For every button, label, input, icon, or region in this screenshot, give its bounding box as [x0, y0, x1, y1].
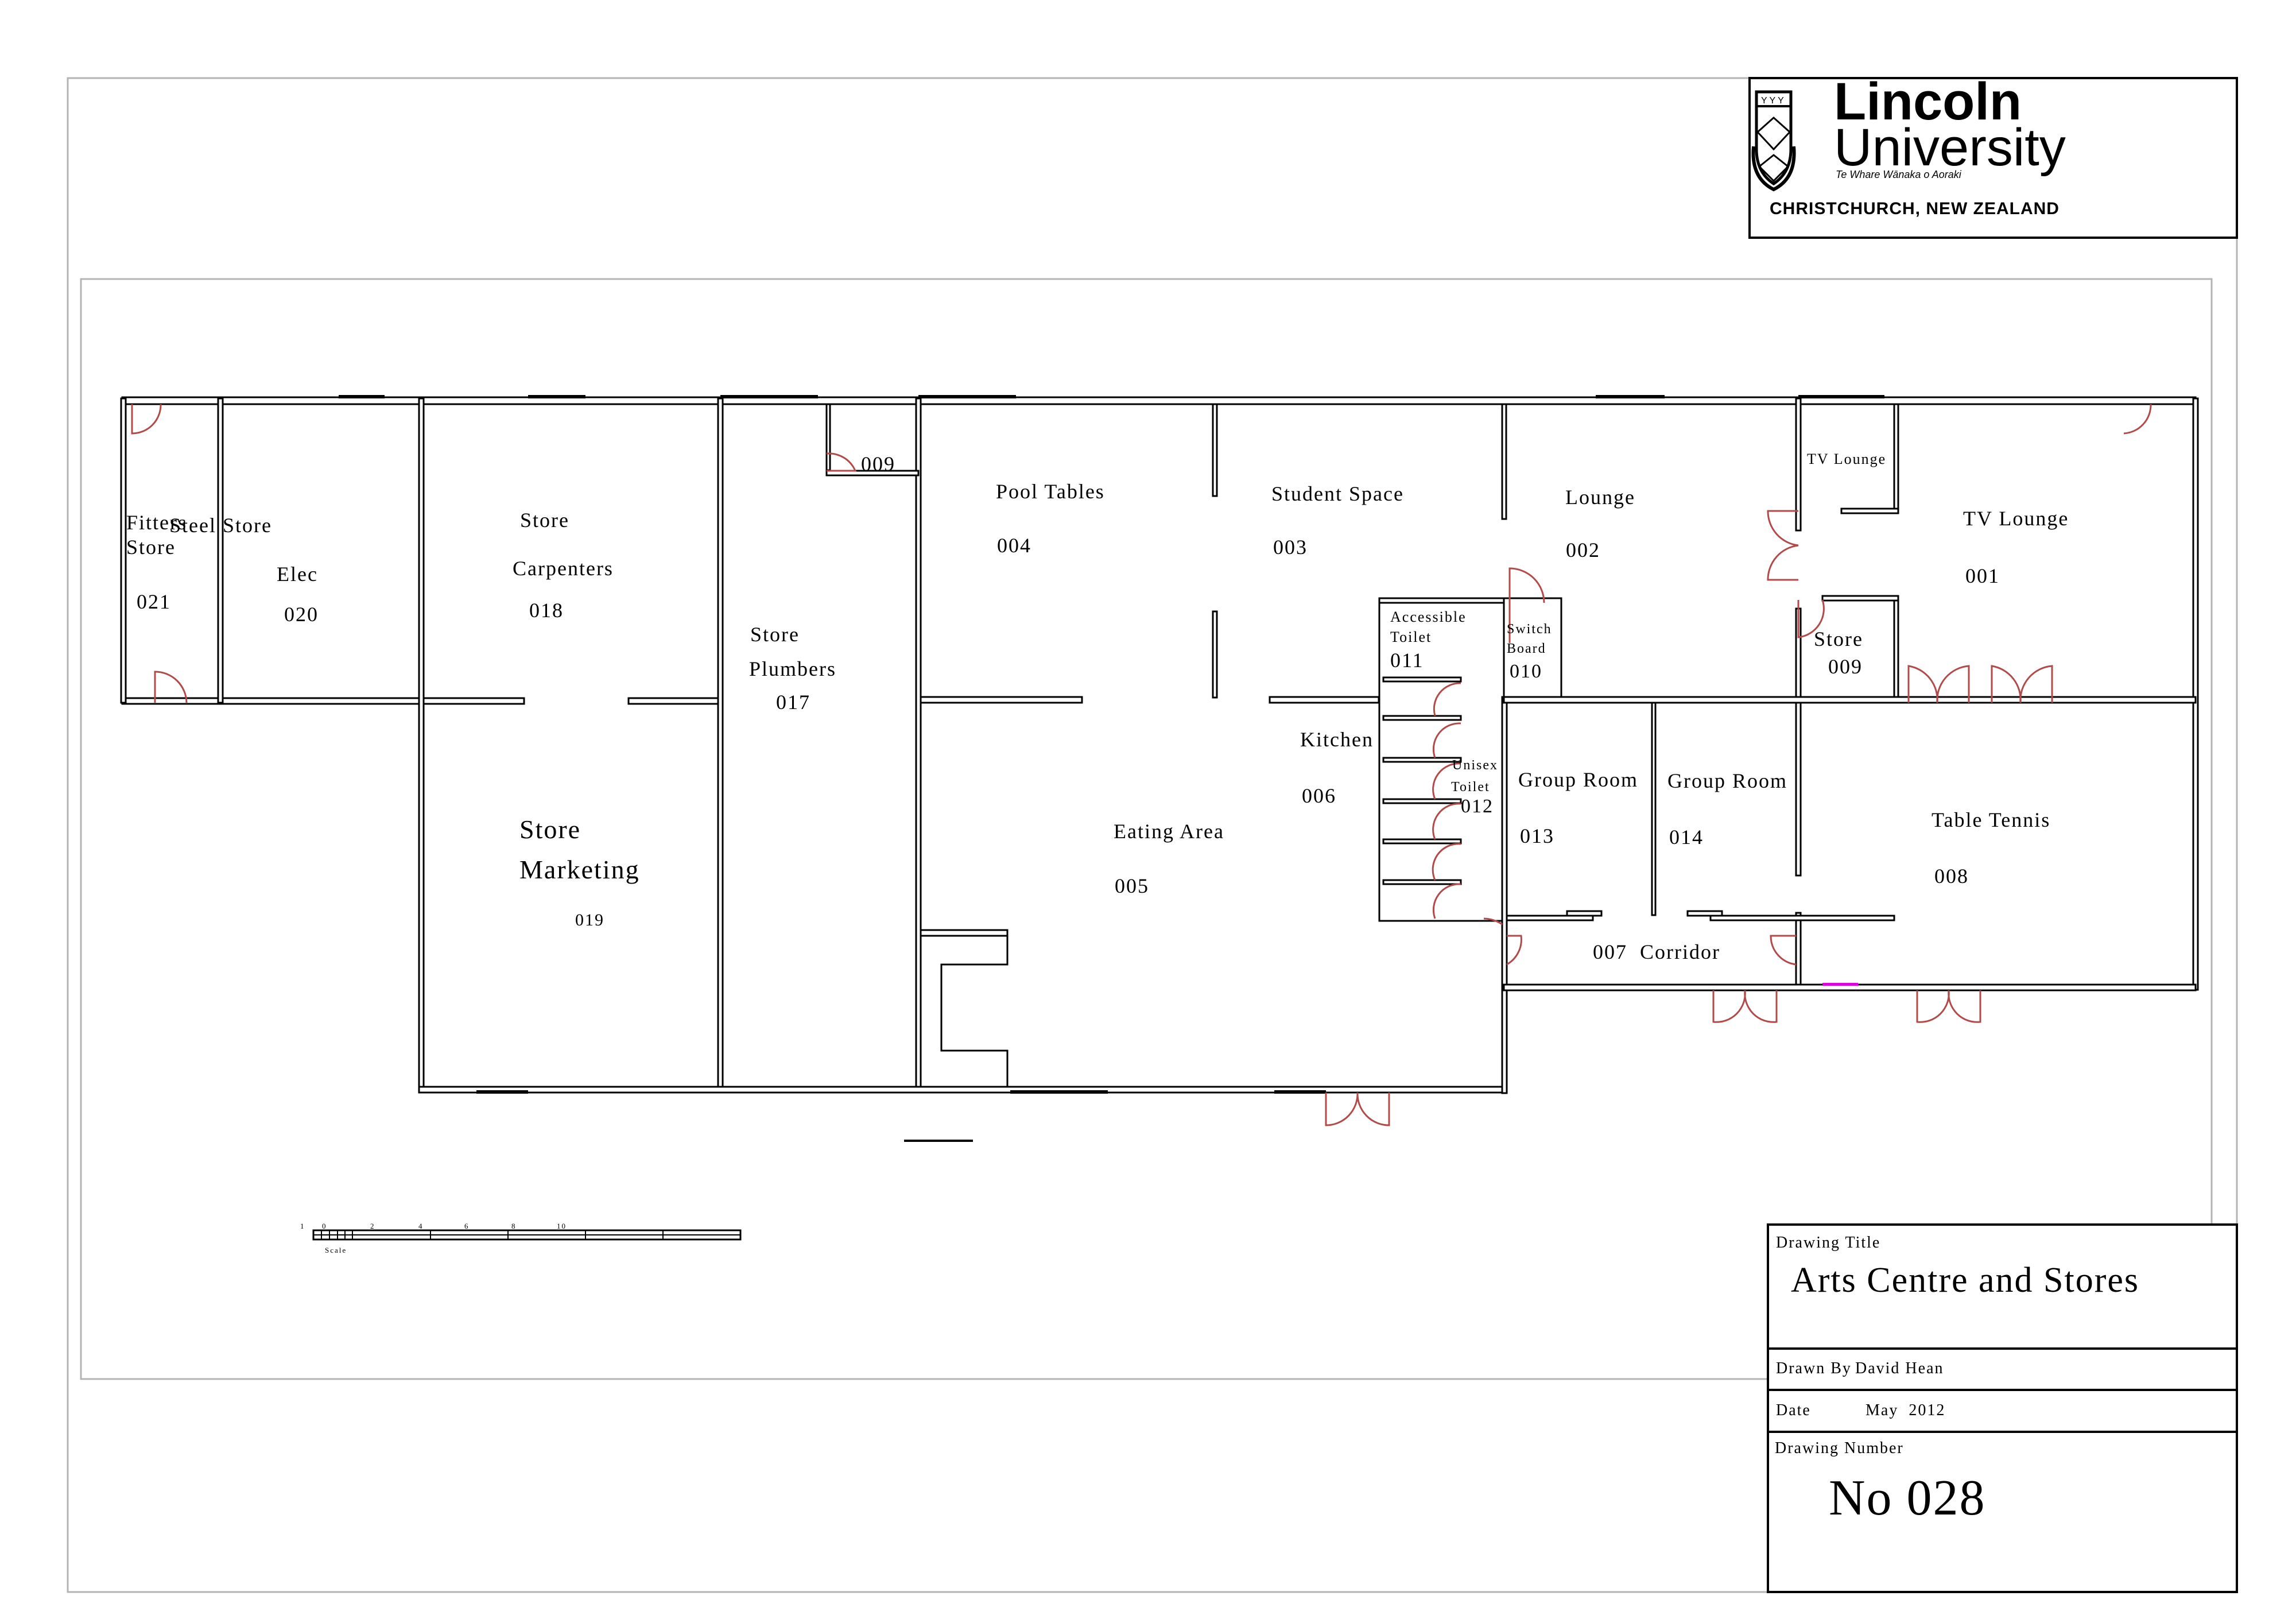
svg-text:010: 010 — [1510, 661, 1542, 682]
svg-text:1: 1 — [300, 1222, 305, 1230]
svg-text:Store: Store — [126, 536, 176, 559]
svg-text:Group Room: Group Room — [1667, 769, 1787, 792]
room-008: Table Tennis 008 — [1932, 808, 2050, 888]
svg-text:Board: Board — [1507, 641, 1546, 656]
svg-text:Marketing: Marketing — [519, 855, 640, 884]
title-block: Drawing Title Arts Centre and Stores Dra… — [1767, 1223, 2238, 1593]
svg-text:4: 4 — [418, 1222, 424, 1230]
crest-icon: Y Y Y — [1751, 90, 1796, 192]
svg-text:Store: Store — [1814, 627, 1863, 650]
room-012: Unisex Toilet 012 — [1451, 758, 1498, 817]
svg-text:Y Y Y: Y Y Y — [1761, 96, 1784, 106]
svg-text:Steel Store: Steel Store — [169, 514, 272, 537]
date-label: Date — [1776, 1401, 1811, 1419]
svg-text:003: 003 — [1273, 536, 1308, 559]
drawing-title: Arts Centre and Stores — [1791, 1261, 2139, 1300]
room-009-store: Store 009 — [1814, 627, 1863, 678]
room-003: Student Space 003 — [1271, 482, 1404, 559]
logo-motto: Te Whare Wānaka o Aoraki — [1836, 169, 1962, 180]
drawn-by-label: Drawn By — [1776, 1359, 1852, 1377]
svg-text:007 Corridor: 007 Corridor — [1593, 940, 1720, 963]
svg-text:Plumbers: Plumbers — [749, 657, 836, 680]
svg-text:Unisex: Unisex — [1452, 758, 1498, 773]
drawing-number-label: Drawing Number — [1775, 1439, 1904, 1457]
svg-text:Student Space: Student Space — [1271, 482, 1404, 505]
svg-text:008: 008 — [1934, 865, 1969, 888]
room-labels: Fitters Store 021 Steel Store Elec 020 S… — [126, 451, 2069, 963]
room-004: Pool Tables 004 — [996, 480, 1105, 557]
svg-text:Store: Store — [520, 509, 569, 532]
svg-text:001: 001 — [1965, 564, 2000, 587]
logo-name-line2: University — [1834, 118, 2066, 177]
svg-text:009: 009 — [861, 452, 895, 475]
svg-text:Switch: Switch — [1507, 622, 1552, 637]
room-006: Kitchen 006 — [1300, 728, 1374, 807]
svg-text:021: 021 — [137, 590, 171, 613]
drawing-number: No 028 — [1829, 1470, 1986, 1526]
inner-frame — [80, 278, 2213, 1380]
room-014: Group Room 014 — [1667, 769, 1787, 849]
svg-text:Lounge: Lounge — [1565, 486, 1635, 509]
svg-text:TV Lounge: TV Lounge — [1963, 507, 2069, 530]
svg-text:Eating Area: Eating Area — [1114, 820, 1224, 843]
drawn-by: David Hean — [1855, 1359, 1944, 1377]
svg-text:Toilet: Toilet — [1451, 780, 1490, 795]
svg-text:Toilet: Toilet — [1390, 629, 1432, 645]
room-002: Lounge 002 — [1565, 486, 1635, 561]
svg-text:Fitters: Fitters — [126, 511, 187, 534]
room-005: Eating Area 005 — [1114, 820, 1224, 897]
room-tv-lounge-small: TV Lounge — [1807, 451, 1886, 467]
svg-text:Store: Store — [750, 623, 800, 646]
svg-text:Table Tennis: Table Tennis — [1932, 808, 2050, 831]
svg-text:009: 009 — [1828, 655, 1863, 678]
svg-text:2: 2 — [370, 1222, 375, 1230]
svg-text:019: 019 — [575, 911, 604, 929]
room-021: Fitters Store 021 — [126, 511, 187, 613]
svg-text:Carpenters: Carpenters — [513, 557, 614, 580]
room-009-small: 009 — [861, 452, 895, 475]
drawing-title-label: Drawing Title — [1776, 1234, 1880, 1252]
room-001: TV Lounge 001 — [1963, 507, 2069, 587]
date-value: May 2012 — [1865, 1401, 1945, 1419]
svg-text:Accessible: Accessible — [1390, 609, 1467, 625]
room-019: Store Marketing 019 — [519, 815, 640, 929]
logo-location: CHRISTCHURCH, NEW ZEALAND — [1770, 199, 2060, 218]
svg-text:018: 018 — [529, 599, 564, 622]
svg-text:002: 002 — [1566, 539, 1600, 561]
svg-text:017: 017 — [776, 691, 810, 714]
outer-frame — [67, 77, 2238, 1593]
room-007: 007 Corridor — [1593, 940, 1720, 963]
room-013: Group Room 013 — [1518, 768, 1638, 847]
svg-text:TV Lounge: TV Lounge — [1807, 451, 1886, 467]
logo-name-line1: Lincoln — [1834, 72, 2022, 131]
svg-text:012: 012 — [1461, 796, 1494, 817]
magenta-marker — [1822, 983, 1858, 986]
svg-text:006: 006 — [1302, 784, 1336, 807]
svg-text:10: 10 — [557, 1222, 567, 1230]
svg-text:013: 013 — [1520, 824, 1554, 847]
doors — [131, 404, 2152, 1126]
svg-text:6: 6 — [464, 1222, 470, 1230]
walls — [120, 395, 2199, 1142]
svg-text:004: 004 — [997, 534, 1031, 557]
svg-text:Group Room: Group Room — [1518, 768, 1638, 791]
svg-text:011: 011 — [1390, 649, 1424, 672]
room-017: Store Plumbers 017 — [749, 623, 836, 714]
room-011: Accessible Toilet 011 — [1390, 609, 1467, 672]
svg-text:Pool Tables: Pool Tables — [996, 480, 1105, 503]
svg-text:005: 005 — [1115, 874, 1149, 897]
room-018: Store Carpenters 018 — [513, 509, 614, 622]
svg-text:Elec: Elec — [277, 563, 318, 586]
svg-text:Store: Store — [519, 815, 581, 844]
svg-text:014: 014 — [1669, 826, 1704, 849]
svg-text:Scale: Scale — [325, 1246, 347, 1254]
svg-text:8: 8 — [511, 1222, 517, 1230]
room-010: Switch Board 010 — [1507, 622, 1552, 682]
room-020: Steel Store Elec 020 — [169, 514, 319, 626]
svg-text:Kitchen: Kitchen — [1300, 728, 1374, 751]
svg-text:0: 0 — [322, 1222, 327, 1230]
logo-block: Y Y Y Lincoln University Te Whare Wānaka… — [1748, 72, 2238, 239]
svg-text:020: 020 — [284, 603, 319, 626]
scale-bar: 1 0 2 4 6 8 10 Scale — [300, 1222, 742, 1254]
